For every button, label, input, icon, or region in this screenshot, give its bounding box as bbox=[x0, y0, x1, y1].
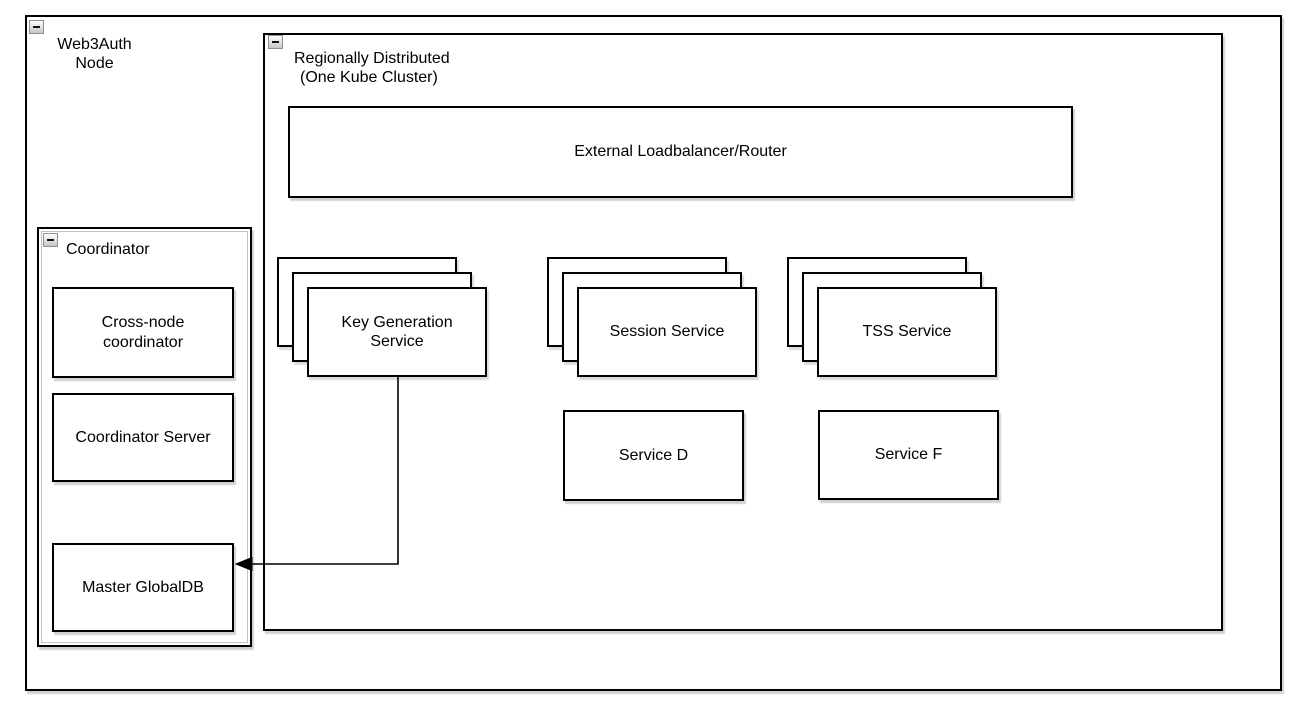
coordinator-container-inner-border bbox=[41, 231, 248, 643]
master-globaldb-label: Master GlobalDB bbox=[82, 578, 204, 596]
minus-icon bbox=[47, 239, 54, 241]
session-service-label: Session Service bbox=[609, 323, 725, 341]
web3auth-title-line1: Web3Auth bbox=[57, 36, 132, 53]
web3auth-title-line2: Node bbox=[75, 55, 114, 73]
region-collapse-icon[interactable] bbox=[268, 35, 283, 49]
coordinator-server-label: Coordinator Server bbox=[75, 428, 211, 446]
coordinator-server-box[interactable]: Coordinator Server bbox=[52, 393, 234, 482]
key-generation-service-label: Key Generation bbox=[341, 313, 453, 331]
external-loadbalancer-box[interactable]: External Loadbalancer/Router bbox=[288, 106, 1073, 198]
coordinator-title: Coordinator bbox=[66, 241, 150, 258]
coordinator-collapse-icon[interactable] bbox=[43, 233, 58, 247]
cross-node-coordinator-box[interactable]: Cross-node coordinator bbox=[52, 287, 234, 378]
service-d-box[interactable]: Service D bbox=[563, 410, 744, 501]
tss-service-box[interactable]: TSS Service bbox=[817, 287, 997, 377]
tss-service-label: TSS Service bbox=[862, 323, 952, 341]
key-generation-service-box[interactable]: Key Generation Service bbox=[307, 287, 487, 377]
session-service-box[interactable]: Session Service bbox=[577, 287, 757, 377]
cross-node-coordinator-label: Cross-node bbox=[101, 314, 185, 332]
external-loadbalancer-label: External Loadbalancer/Router bbox=[574, 143, 787, 161]
master-globaldb-box[interactable]: Master GlobalDB bbox=[52, 543, 234, 632]
service-f-box[interactable]: Service F bbox=[818, 410, 999, 500]
regionally-distributed-title: Regionally Distributed (One Kube Cluster… bbox=[294, 49, 450, 87]
service-d-label: Service D bbox=[618, 446, 689, 464]
region-title-line1: Regionally Distributed bbox=[294, 50, 450, 67]
minus-icon bbox=[33, 26, 40, 28]
web3auth-collapse-icon[interactable] bbox=[29, 20, 44, 34]
minus-icon bbox=[272, 41, 279, 43]
region-title-line2: (One Kube Cluster) bbox=[300, 69, 438, 87]
service-f-label: Service F bbox=[874, 446, 943, 464]
web3auth-node-title: Web3Auth Node bbox=[37, 35, 152, 73]
key-generation-service-label-line2: Service bbox=[370, 333, 424, 350]
cross-node-coordinator-label-line2: coordinator bbox=[102, 333, 184, 351]
